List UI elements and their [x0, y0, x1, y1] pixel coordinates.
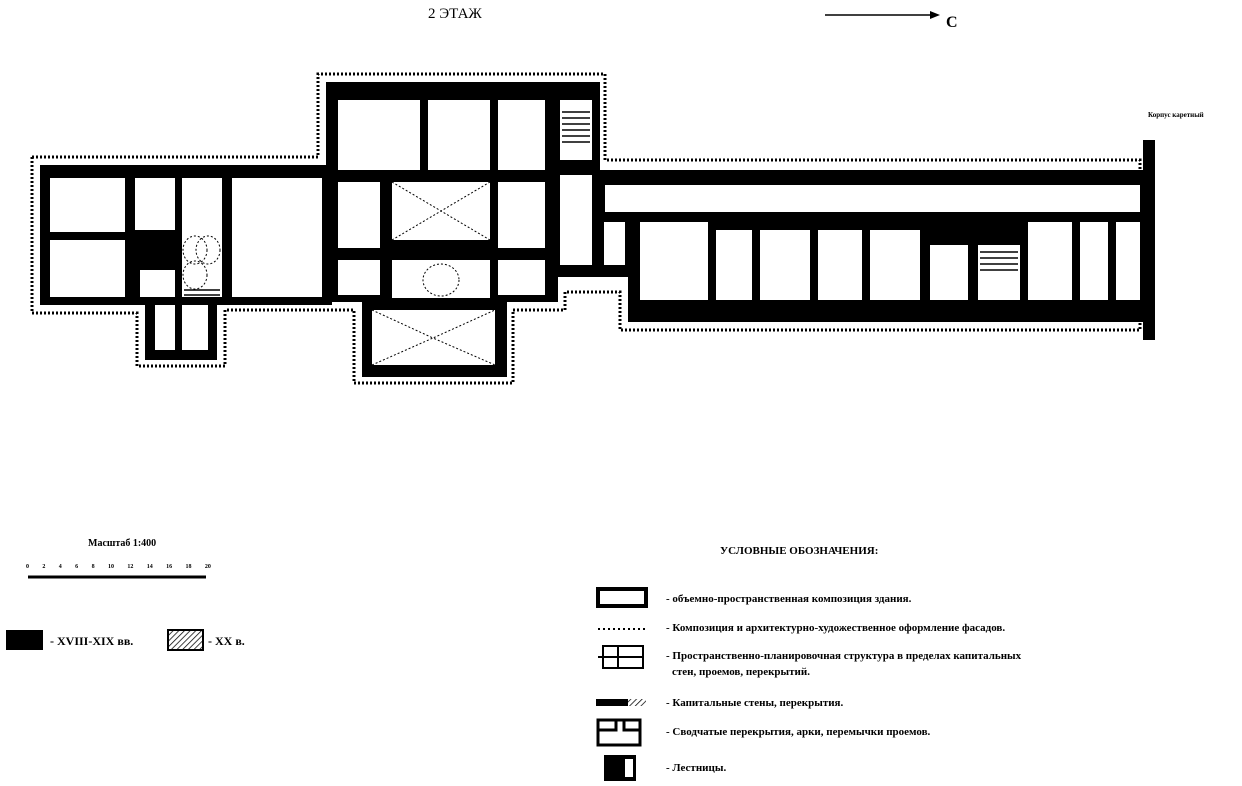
scale-ticks: 0 2 4 6 8 10 12 14 16 18 20 — [26, 564, 211, 570]
vault-icon — [596, 718, 642, 747]
scale-tick: 4 — [58, 564, 62, 570]
north-label: С — [946, 14, 958, 31]
scale-tick: 18 — [185, 564, 192, 570]
scale-tick: 20 — [204, 564, 211, 570]
plan-title: 2 ЭТАЖ — [428, 6, 482, 22]
annex-label: Корпус каретный — [1148, 111, 1204, 119]
scale-title: Масштаб 1:400 — [88, 538, 157, 549]
scale-tick: 10 — [107, 564, 114, 570]
north-arrow-icon — [825, 11, 940, 19]
scale-tick: 14 — [146, 564, 153, 570]
facade-outline — [30, 72, 1142, 385]
period-swatch-solid — [6, 630, 43, 650]
volume-outline-icon — [596, 587, 648, 608]
legend-text-facade: - Композиция и архитектурно-художественн… — [666, 622, 1006, 634]
scale-tick: 0 — [26, 564, 29, 570]
period-swatch-hatched — [167, 629, 204, 651]
legend-text-walls: - Капитальные стены, перекрытия. — [666, 697, 844, 709]
stairs-icon — [184, 111, 1018, 296]
legend-text-structure: - Пространственно-планировочная структур… — [666, 650, 1022, 662]
period-label-20: - XX в. — [208, 634, 245, 648]
legend-title: УСЛОВНЫЕ ОБОЗНАЧЕНИЯ: — [720, 545, 879, 557]
legend-text-vaults: - Сводчатые перекрытия, арки, перемычки … — [666, 726, 931, 738]
legend-text-stairs: - Лестницы. — [666, 762, 727, 774]
scale-tick: 16 — [166, 564, 173, 570]
vault-lines — [182, 181, 496, 366]
stairs-legend-icon — [604, 755, 636, 781]
plan-structure-icon — [598, 645, 644, 669]
scale-tick: 8 — [91, 564, 95, 570]
capital-wall-icon — [596, 699, 646, 706]
period-label-18-19: - XVIII-XIX вв. — [50, 634, 134, 648]
scale-tick: 2 — [42, 564, 46, 570]
scale-tick: 6 — [75, 564, 79, 570]
scale-tick: 12 — [127, 564, 134, 570]
legend-text-structure-2: стен, проемов, перекрытий. — [672, 666, 810, 678]
legend-text-volume: - объемно-пространственная композиция зд… — [666, 593, 912, 605]
